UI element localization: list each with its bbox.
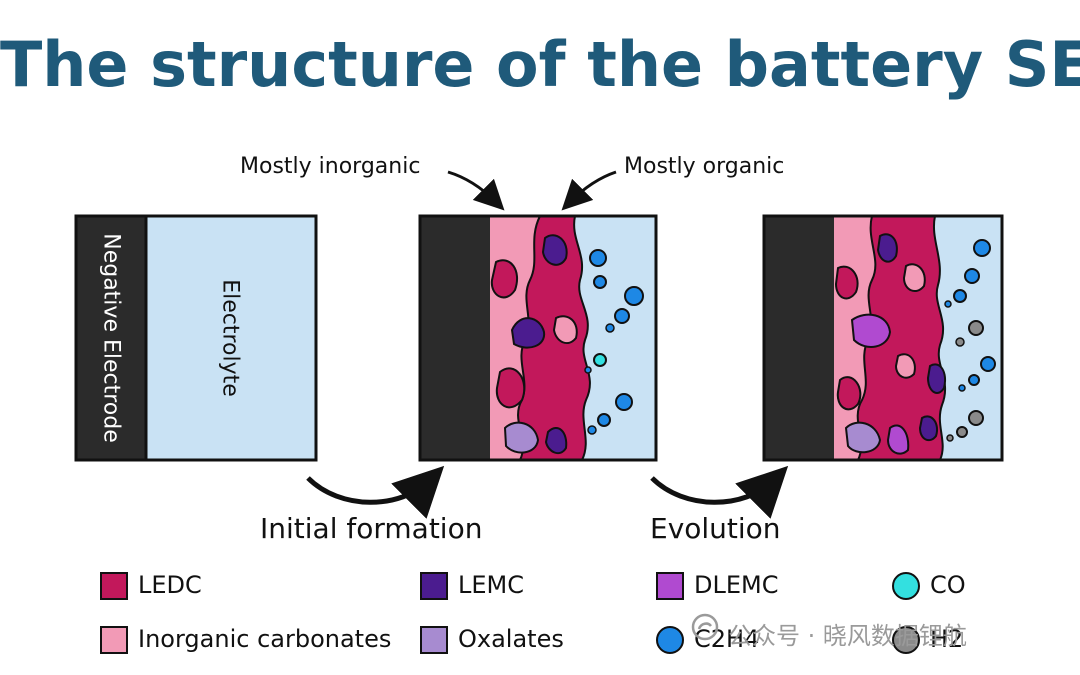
lemc-blob <box>541 234 568 266</box>
panel-formation <box>418 214 658 462</box>
negative-electrode-region <box>420 216 490 460</box>
legend-dot-c2h4 <box>656 626 684 654</box>
legend-label-dlemc: DLEMC <box>694 571 779 599</box>
ledc-blob <box>834 265 859 300</box>
legend-dot-h2 <box>892 626 920 654</box>
oxalate-blob <box>503 421 540 454</box>
lemc-blob <box>510 317 546 349</box>
legend-label-inorganic-carbonates: Inorganic carbonates <box>138 625 392 653</box>
inorganic-blob <box>894 353 916 379</box>
electrolyte-label: Electrolyte <box>217 279 243 397</box>
page-title: The structure of the battery SEI <box>0 28 1080 101</box>
mostly-inorganic-label: Mostly inorganic <box>240 154 421 179</box>
watermark: 公众号 · 晓风数据锂航 <box>728 622 967 650</box>
ledc-blob <box>490 259 518 299</box>
inorganic-arrow <box>447 170 505 211</box>
legend-dot-co <box>892 572 920 600</box>
legend-swatch-oxalates <box>420 626 448 654</box>
legend-label-co: CO <box>930 571 966 599</box>
ledc-blob <box>495 367 526 409</box>
oxalate-blob <box>844 421 882 454</box>
lemc-blob <box>918 415 938 442</box>
lemc-blob <box>544 427 568 455</box>
negative-electrode-region <box>764 216 834 460</box>
legend-swatch-dlemc <box>656 572 684 600</box>
inorganic-blob <box>552 315 578 345</box>
lemc-blob <box>926 363 946 394</box>
dlemc-blob <box>850 313 892 348</box>
negative-electrode-region <box>74 214 148 462</box>
panel-evolution <box>762 214 1004 462</box>
inorganic-blob <box>902 263 926 293</box>
legend-swatch-ledc <box>100 572 128 600</box>
organic-arrow <box>561 170 617 211</box>
legend-label-lemc: LEMC <box>458 571 524 599</box>
negative-electrode-label: Negative Electrode <box>98 233 124 443</box>
dlemc-blob <box>886 424 910 455</box>
legend-swatch-lemc <box>420 572 448 600</box>
evolution-label: Evolution <box>650 512 781 545</box>
ledc-blob <box>836 376 862 411</box>
panel-initial <box>74 214 318 462</box>
initial-formation-label: Initial formation <box>260 512 483 545</box>
legend-label-oxalates: Oxalates <box>458 625 564 653</box>
evolution-arrow <box>650 465 789 519</box>
wechat-icon <box>691 613 719 641</box>
legend-swatch-inorganic-carbonates <box>100 626 128 654</box>
mostly-organic-label: Mostly organic <box>624 154 785 179</box>
legend-label-h2: H2 <box>930 625 964 653</box>
initial-formation-arrow <box>306 465 445 519</box>
lemc-blob <box>876 233 898 263</box>
legend-label-ledc: LEDC <box>138 571 202 599</box>
